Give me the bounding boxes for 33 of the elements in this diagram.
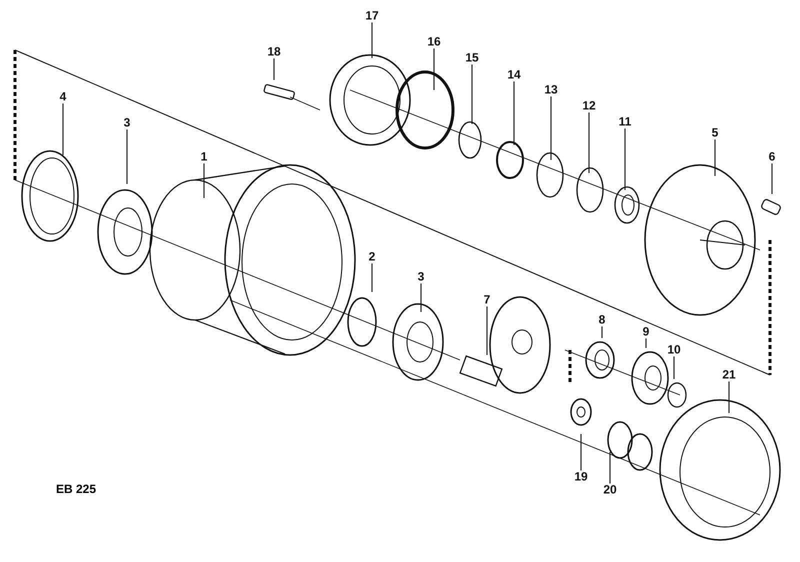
leader-line bbox=[126, 129, 128, 184]
callout-number: 14 bbox=[507, 68, 521, 82]
callout-number: 3 bbox=[418, 270, 424, 284]
leader-line bbox=[624, 128, 626, 190]
callout-number: 8 bbox=[598, 314, 606, 326]
leader-line bbox=[550, 96, 552, 160]
leader-line bbox=[420, 283, 422, 312]
callout-number: 16 bbox=[427, 36, 441, 48]
leader-line bbox=[588, 112, 590, 174]
callout-number: 6 bbox=[768, 150, 776, 164]
callout-number: 15 bbox=[465, 52, 479, 64]
leader-line bbox=[62, 103, 64, 156]
callout-number: 9 bbox=[642, 326, 650, 338]
callout-number: 18 bbox=[267, 46, 281, 58]
leader-line bbox=[580, 434, 582, 471]
leader-line bbox=[486, 306, 488, 356]
callout-number: 4 bbox=[60, 90, 66, 104]
leader-line bbox=[714, 139, 716, 176]
callout-number: 11 bbox=[618, 116, 632, 128]
callout-number: 20 bbox=[603, 484, 617, 496]
callout-number: 21 bbox=[722, 368, 736, 382]
callout-number: 5 bbox=[712, 126, 718, 140]
callout-number: 13 bbox=[544, 84, 558, 96]
callout-number: 19 bbox=[574, 470, 588, 484]
callout-number: 2 bbox=[368, 250, 376, 264]
callout-number: 7 bbox=[484, 294, 490, 306]
callout-number: 3 bbox=[124, 116, 130, 130]
callout-number: 10 bbox=[667, 344, 681, 356]
drawing-code: EB 225 bbox=[56, 482, 96, 496]
callout-number: 17 bbox=[365, 10, 379, 22]
callout-number: 1 bbox=[200, 150, 208, 164]
callout-number: 12 bbox=[582, 100, 596, 112]
leader-line bbox=[728, 381, 730, 414]
